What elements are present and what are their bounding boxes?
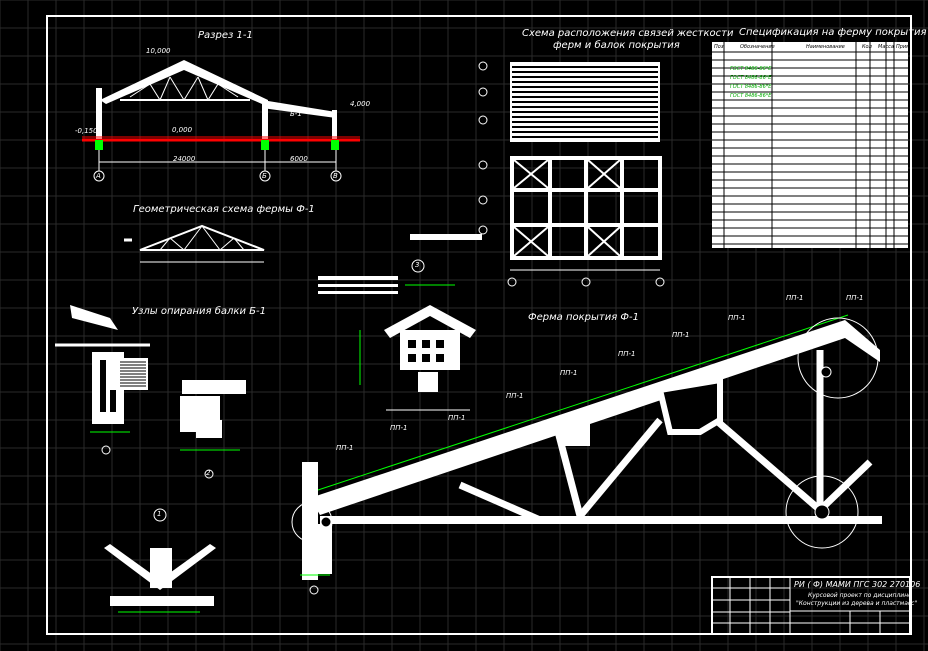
geometry-scheme [124, 224, 265, 263]
spec-table-bg [712, 42, 908, 248]
legend-bars [318, 276, 398, 294]
purlin-stripe [512, 126, 658, 128]
truss-title: Ферма покрытия Ф-1 [528, 312, 639, 323]
truss-label-3: ПП-1 [448, 414, 466, 422]
truss-label-2: ПП-1 [390, 424, 408, 432]
title-block [711, 576, 911, 635]
elevation-top: 10,000 [146, 47, 171, 55]
purlin-stripe [512, 91, 658, 93]
node-1-detail [104, 508, 216, 613]
supports-title: Узлы опирания балки Б-1 [132, 306, 266, 317]
spec-header-designation: Обозначение [740, 44, 775, 50]
truss-label-7: ПП-1 [672, 331, 690, 339]
purlin-stripe [512, 116, 658, 118]
bracing-title-line2: ферм и балок покрытия [553, 40, 680, 51]
purlin-stripe [512, 96, 658, 98]
truss-label-6: ПП-1 [618, 350, 636, 358]
purlin-stripe [512, 86, 658, 88]
section-1-1 [82, 60, 360, 182]
span-left: 24000 [173, 155, 196, 163]
spec-row-2: ГОСТ 8486-86*Е [730, 75, 772, 81]
purlin-stripe [512, 71, 658, 73]
bracing-title-line1: Схема расположения связей жесткости [522, 28, 734, 39]
main-truss [291, 314, 882, 595]
purlin-stripe [512, 131, 658, 133]
title-block-line1: Курсовой проект по дисциплине [808, 592, 912, 599]
node-3-detail [359, 259, 476, 411]
geometry-title: Геометрическая схема фермы Ф-1 [133, 204, 315, 215]
purlin-stripe [512, 121, 658, 123]
elevation-minus: -0,150 [75, 127, 98, 135]
purlin-stripe [512, 81, 658, 83]
purlin-stripe [512, 66, 658, 68]
purlin-stripe [512, 136, 658, 138]
title-block-code: РИ ( Ф) МАМИ ПГС 302 270106 [794, 580, 921, 589]
axis-b: Б [262, 172, 267, 180]
node-2-label: 2 [206, 469, 211, 477]
sheet-frame [46, 15, 912, 635]
truss-label-5: ПП-1 [560, 369, 578, 377]
spec-header-pos: Поз [714, 44, 724, 50]
node-3-label: 3 [415, 261, 420, 269]
spec-title: Спецификация на ферму покрытия Ф-1 [739, 27, 928, 38]
truss-label-4: ПП-1 [506, 392, 524, 400]
axis-v: В [333, 172, 338, 180]
purlin-stripe [512, 101, 658, 103]
purlin-stripe [512, 111, 658, 113]
beam-label: Б-1 [290, 110, 302, 118]
axis-a: А [96, 172, 101, 180]
spec-header-note: Прим [896, 44, 910, 50]
truss-label-10: ПП-1 [846, 294, 864, 302]
title-block-line2: "Конструкции из дерева и пластмасс" [796, 600, 918, 607]
spec-row-4: ГОСТ 8486-86*Е [730, 93, 772, 99]
span-right: 6000 [290, 155, 308, 163]
truss-label-8: ПП-1 [728, 314, 746, 322]
spec-row-1: ГОСТ 8486-86*Е [730, 66, 772, 72]
support-nodes [55, 305, 246, 479]
truss-label-1: ПП-1 [336, 444, 354, 452]
truss-label-9: ПП-1 [786, 294, 804, 302]
spec-row-3: ГОСТ 8486-86*Е [730, 84, 772, 90]
spec-header-mass: Масса [878, 44, 894, 50]
bracing-scheme [410, 61, 665, 287]
node-1-label: 1 [157, 510, 162, 518]
purlin-stripe [512, 76, 658, 78]
section-title: Разрез 1-1 [198, 30, 253, 41]
spec-header-name: Наименование [806, 44, 845, 50]
spec-header-qty: Кол [862, 44, 872, 50]
elevation-right: 4,000 [350, 100, 371, 108]
elevation-zero: 0,000 [172, 126, 193, 134]
purlin-stripe [512, 106, 658, 108]
